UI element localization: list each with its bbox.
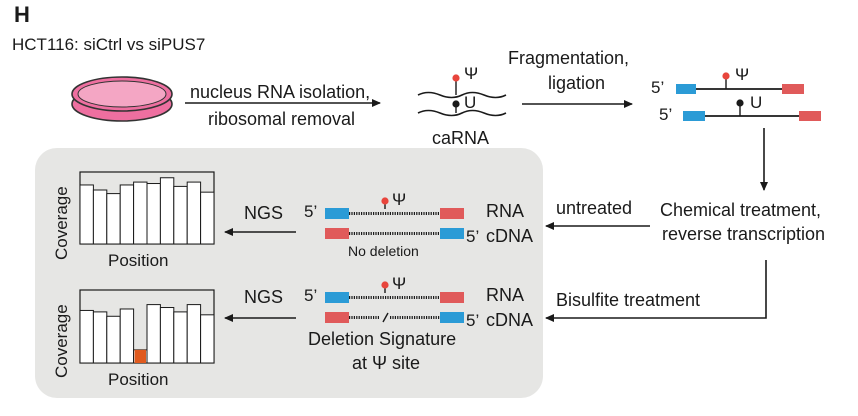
row2-deletion-label-line2: at Ψ site	[352, 353, 420, 373]
bisulfite-label: Bisulfite treatment	[556, 290, 700, 310]
step2-label-line2: ligation	[548, 73, 605, 93]
row1-cdna-label: cDNA	[486, 226, 533, 246]
step1-label-line2: ribosomal removal	[208, 109, 355, 129]
row2-position-label: Position	[108, 370, 168, 389]
row1-rna-label: RNA	[486, 201, 524, 221]
row2-psi-mod: Ψ	[392, 274, 406, 293]
chemical-label-line1: Chemical treatment,	[660, 200, 821, 220]
chemical-label-line2: reverse transcription	[662, 224, 825, 244]
coverage-bar	[173, 311, 188, 364]
row2-five-prime-right: 5’	[466, 311, 479, 330]
row2-coverage-bars	[79, 304, 215, 364]
coverage-bar	[159, 307, 175, 364]
petri-dish-icon	[71, 76, 173, 122]
ligated-fragments-icon	[676, 72, 821, 121]
row1-five-prime-right: 5’	[466, 227, 479, 246]
coverage-bar	[119, 308, 135, 364]
panel-letter: H	[14, 2, 30, 27]
row1-five-prime: 5’	[304, 202, 317, 221]
coverage-bar	[92, 189, 108, 245]
coverage-bar	[186, 181, 202, 245]
carna-strands-icon	[417, 74, 507, 117]
experiment-subtitle: HCT116: siCtrl vs siPUS7	[12, 35, 205, 54]
step2-label-line1: Fragmentation,	[508, 48, 629, 68]
coverage-bar	[119, 184, 135, 245]
row1-coverage-bars	[79, 177, 215, 245]
ligated-u-mod: U	[750, 93, 762, 112]
coverage-bar	[186, 304, 202, 364]
coverage-bar	[146, 183, 161, 245]
row2-cdna-label: cDNA	[486, 310, 533, 330]
carna-u-mod: U	[464, 93, 476, 112]
coverage-bar	[92, 311, 108, 364]
row2-five-prime: 5’	[304, 286, 317, 305]
coverage-bar	[146, 304, 161, 364]
coverage-bar	[106, 315, 121, 364]
row2-rna-label: RNA	[486, 285, 524, 305]
step1-label-line1: nucleus RNA isolation,	[190, 82, 370, 102]
row1-no-deletion-label: No deletion	[348, 243, 419, 259]
ligated-psi-mod: Ψ	[735, 65, 749, 84]
row1-position-label: Position	[108, 251, 168, 270]
coverage-bar	[79, 309, 94, 364]
coverage-bar	[200, 314, 215, 364]
coverage-bar	[173, 185, 188, 245]
untreated-label: untreated	[556, 198, 632, 218]
row2-duplex-icon	[325, 281, 464, 323]
coverage-bar	[159, 177, 175, 245]
coverage-bar	[133, 181, 148, 245]
ligated-five-prime-bottom: 5’	[659, 105, 672, 124]
carna-psi-mod: Ψ	[464, 64, 478, 83]
row2-deletion-label-line1: Deletion Signature	[308, 329, 456, 349]
carna-label: caRNA	[432, 128, 489, 148]
row1-duplex-icon	[325, 197, 464, 239]
ligated-five-prime-top: 5’	[651, 78, 664, 97]
row1-psi-mod: Ψ	[392, 190, 406, 209]
coverage-bar	[106, 193, 121, 245]
row2-ngs-label: NGS	[244, 287, 283, 307]
row1-ngs-label: NGS	[244, 203, 283, 223]
row2-coverage-label: Coverage	[52, 304, 71, 378]
deletion-highlight-bar	[134, 349, 146, 363]
coverage-bar	[200, 191, 215, 245]
bisulfite-arrow	[545, 260, 767, 322]
row1-coverage-label: Coverage	[52, 186, 71, 260]
coverage-bar	[79, 184, 94, 245]
